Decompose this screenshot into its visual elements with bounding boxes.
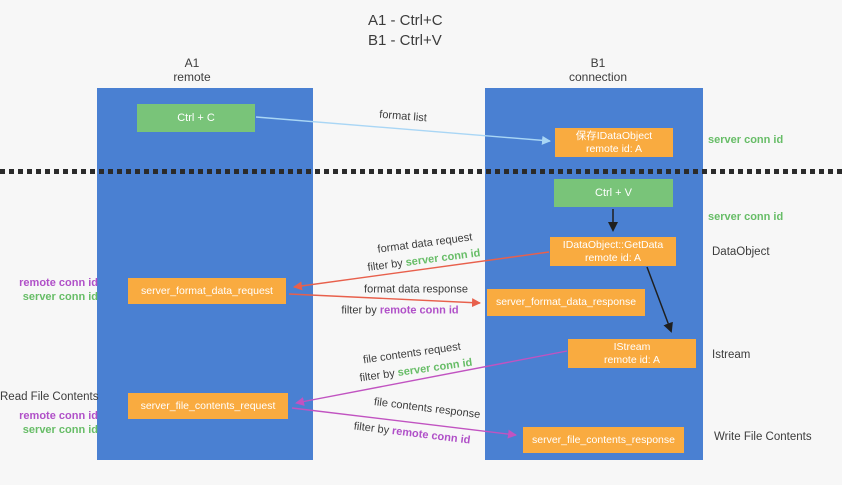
title-line-2: B1 - Ctrl+V [368,32,442,49]
annotation-server-conn-id-top: server conn id [708,134,784,146]
diagram-title: A1 - Ctrl+C B1 - Ctrl+V [368,11,443,51]
node-istream: IStream remote id: A [568,339,696,368]
left-column-header: A1 remote [127,56,257,84]
node-server-file-contents-request: server_file_contents_request [128,393,288,419]
node-save-idataobject-line2: remote id: A [585,142,642,155]
remote-conn-id-text: remote conn id [391,425,472,447]
annotation-write-file-contents: Write File Contents [714,431,812,443]
label-format-data-response: format data response [364,283,468,296]
node-server-format-data-response: server_format_data_response [487,289,645,316]
node-istream-line2: remote id: A [603,353,661,366]
node-server-file-contents-request-label: server_file_contents_request [140,399,276,412]
node-save-idataobject-line1: 保存IDataObject [575,129,653,142]
annotation-remote-conn-id-format: remote conn id [19,277,98,289]
node-idataobject-getdata-line1: IDataObject::GetData [562,238,664,251]
node-istream-line1: IStream [613,340,651,353]
annotation-server-conn-id-file: server conn id [22,424,98,436]
node-server-file-contents-response-label: server_file_contents_response [531,433,675,446]
node-server-format-data-request-label: server_format_data_request [141,284,273,297]
annotation-server-conn-id-format: server conn id [22,291,98,303]
phase-separator-dotted-line [0,169,842,174]
node-idataobject-getdata: IDataObject::GetData remote id: A [550,237,676,266]
filter-by-text: filter by [366,257,404,274]
left-column-name: A1 [184,56,200,70]
annotation-istream: Istream [712,349,751,361]
filter-by-text: filter by [341,304,377,317]
filter-by-text: filter by [353,420,390,437]
label-file-contents-response: file contents response [373,396,481,421]
node-save-idataobject: 保存IDataObject remote id: A [555,128,673,157]
annotation-server-conn-id-mid: server conn id [708,211,784,223]
annotation-remote-conn-id-file: remote conn id [19,410,98,422]
node-ctrl-c-label: Ctrl + C [177,111,215,124]
node-server-file-contents-response: server_file_contents_response [523,427,684,453]
label-format-list: format list [378,108,428,125]
remote-conn-id-text: remote conn id [379,304,459,317]
annotation-read-file-contents: Read File Contents [0,391,99,403]
right-column-role: connection [568,70,628,84]
right-column-header: B1 connection [533,56,663,84]
node-idataobject-getdata-line2: remote id: A [584,251,641,264]
node-ctrl-v-label: Ctrl + V [595,186,632,199]
node-ctrl-c: Ctrl + C [137,104,255,132]
annotation-dataobject: DataObject [712,246,770,258]
left-column-role: remote [173,70,211,84]
filter-by-text: filter by [358,367,396,385]
node-ctrl-v: Ctrl + V [554,179,673,207]
node-server-format-data-response-label: server_format_data_response [495,296,637,308]
node-server-format-data-request: server_format_data_request [128,278,286,304]
title-line-1: A1 - Ctrl+C [368,12,443,29]
right-column-name: B1 [590,56,606,70]
